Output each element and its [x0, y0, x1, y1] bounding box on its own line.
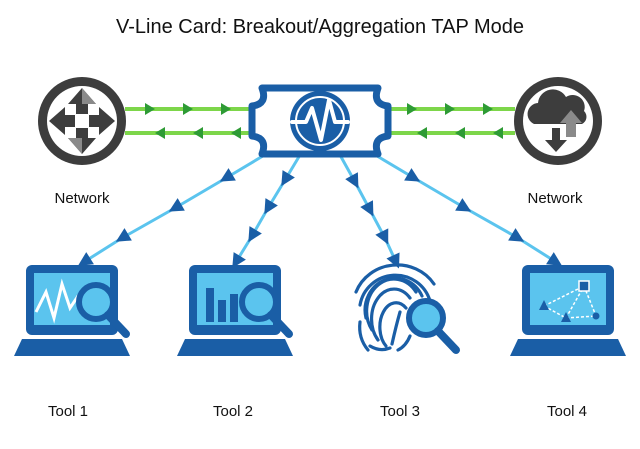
- tool2-label: Tool 2: [212, 403, 254, 420]
- heartbeat-tap-icon: [248, 84, 392, 158]
- router-arrows-icon: [38, 77, 126, 165]
- network-links: [125, 103, 515, 139]
- link-tool3: [338, 154, 400, 269]
- network-left-label: Network: [54, 190, 110, 207]
- fingerprint-magnifier-icon: [354, 263, 460, 354]
- tool-links: [77, 145, 563, 269]
- monitor-bar-chart-magnifier-icon: [177, 265, 293, 356]
- tool4-label: Tool 4: [546, 403, 588, 420]
- tool3-label: Tool 3: [379, 403, 421, 420]
- cloud-updown-icon: [514, 77, 602, 165]
- monitor-network-magnifier-icon: [510, 265, 626, 356]
- tool1-label: Tool 1: [47, 403, 89, 420]
- monitor-waveform-magnifier-icon: [14, 265, 130, 356]
- link-tool4: [361, 145, 563, 266]
- link-tool1: [77, 145, 279, 266]
- network-right-label: Network: [527, 190, 583, 207]
- diagram-title: V-Line Card: Breakout/Aggregation TAP Mo…: [115, 16, 525, 38]
- link-tool2: [232, 154, 302, 269]
